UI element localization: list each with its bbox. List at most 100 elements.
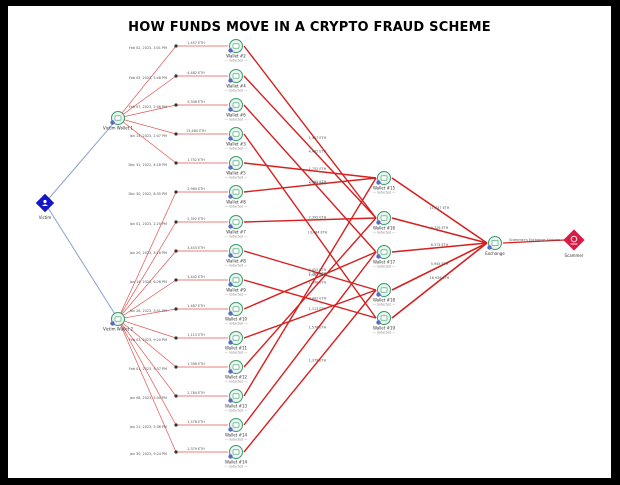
- transfer-line: [117, 45, 177, 119]
- wallet-label: Victim Wallet 1: [103, 126, 133, 131]
- wallet-label: Wallet #12: [225, 375, 248, 380]
- transfer-date: Feb 03, 2023, 9:20 PM: [129, 338, 167, 342]
- transfer-date: Jan 20, 2023, 3:18 PM: [129, 251, 167, 255]
- consolidation-amount: 1,113 ETH: [309, 307, 327, 311]
- transfer-dot: [174, 249, 178, 253]
- wallet-node: Wallet #9— redacted —: [225, 273, 248, 297]
- wallet-sublabel: — redacted —: [225, 59, 248, 63]
- chain-badge-icon: [376, 254, 381, 259]
- victim-link-vw1: [44, 117, 119, 204]
- consolidation-amount: 3,442 ETH: [309, 296, 327, 300]
- transfer-amount: 3,453 ETH: [187, 246, 205, 250]
- consolidation-line: [243, 289, 377, 339]
- consolidation-amount: 3,453 ETH: [309, 268, 327, 272]
- wallet-label: Victim Wallet 2: [103, 327, 133, 332]
- wallet-sublabel: — redacted —: [225, 264, 248, 268]
- transfer-dot: [174, 132, 178, 136]
- transfer-date: Jan 15, 2023, 2:07 PM: [129, 134, 167, 138]
- consolidation-amount: 2,392 ETH: [309, 215, 327, 219]
- chain-badge-icon: [228, 427, 233, 432]
- transfer-date: Feb 01, 2023, 5:37 PM: [129, 367, 167, 371]
- chain-badge-icon: [110, 321, 115, 326]
- wallet-sublabel: — redacted —: [225, 351, 248, 355]
- transfer-date: Jan 30, 2023, 9:24 PM: [129, 452, 167, 456]
- wallet-glyph: [232, 449, 240, 455]
- wallet-label: Wallet #7: [226, 230, 246, 235]
- consolidation-line: [243, 250, 377, 291]
- wallet-glyph: [232, 102, 240, 108]
- consolidation-amount: 2,960 ETH: [309, 180, 327, 184]
- consolidation-line: [243, 251, 377, 310]
- transfer-line: [117, 318, 177, 426]
- transfer-line: [117, 221, 177, 320]
- hub-wallet-node: Wallet #15— redacted —: [373, 171, 396, 195]
- wallet-glyph: [232, 335, 240, 341]
- transfer-amount: 1,398 ETH: [187, 362, 205, 366]
- wallet-label: Wallet #8: [226, 259, 246, 264]
- transfer-date: Jan 21, 2023, 5:36 PM: [129, 425, 167, 429]
- exchange-amount: 8,373 ETH: [431, 243, 449, 247]
- wallet-sublabel: — redacted —: [225, 380, 248, 384]
- chain-badge-icon: [228, 253, 233, 258]
- chain-badge-icon: [487, 245, 492, 250]
- transfer-line: [117, 191, 177, 320]
- wallet-node: Wallet #3— redacted —: [225, 127, 248, 151]
- wallet-label: Wallet #16: [373, 226, 396, 231]
- hub-wallet-node: Wallet #17— redacted —: [373, 245, 396, 269]
- scammer-line: [502, 239, 566, 244]
- wallet-label: Wallet #6: [226, 113, 246, 118]
- wallet-glyph: [380, 287, 388, 293]
- exchange-amount: 16,926 ETH: [430, 276, 450, 280]
- transfer-dot: [174, 74, 178, 78]
- transfer-line: [117, 75, 177, 119]
- transfer-dot: [174, 450, 178, 454]
- consolidation-line: [243, 217, 377, 368]
- wallet-glyph: [380, 175, 388, 181]
- wallet-sublabel: — redacted —: [225, 147, 248, 151]
- consolidation-line: [243, 133, 377, 319]
- wallet-node: Wallet #10— redacted —: [225, 302, 248, 326]
- wallet-glyph: [232, 219, 240, 225]
- wallet-label: Wallet #9: [226, 288, 246, 293]
- victim-wallet-node: Victim Wallet 2: [103, 312, 133, 332]
- wallet-glyph: [380, 315, 388, 321]
- wallet-glyph: [380, 215, 388, 221]
- wallet-node: Wallet #11— redacted —: [225, 331, 248, 355]
- exchange-amount: 11,457 ETH: [430, 206, 450, 210]
- transfer-dot: [174, 307, 178, 311]
- scammer-node: Scammer: [563, 229, 585, 258]
- victim-wallet-node: Victim Wallet 1: [103, 111, 133, 131]
- victim-link-vw2: [44, 202, 119, 320]
- consolidation-amount: 4,482 ETH: [309, 150, 327, 154]
- exchange-line: [391, 242, 488, 253]
- chain-badge-icon: [376, 220, 381, 225]
- wallet-node: Wallet #2— redacted —: [225, 39, 248, 63]
- transfer-line: [117, 117, 177, 164]
- consolidation-amount: 2,784 ETH: [309, 272, 327, 276]
- wallet-label: Wallet #4: [226, 84, 246, 89]
- wallet-label: Wallet #3: [226, 142, 246, 147]
- wallet-glyph: [114, 316, 122, 322]
- transfer-date: Feb 07, 2023, 2:46 PM: [129, 105, 167, 109]
- transfer-amount: 3,442 ETH: [187, 275, 205, 279]
- exchange-amount: 5,945 ETH: [431, 262, 449, 266]
- transfer-amount: 1,379 ETH: [187, 447, 205, 451]
- wallet-node: Wallet #6— redacted —: [225, 98, 248, 122]
- wallet-glyph: [232, 189, 240, 195]
- transfer-date: Jan 14, 2023, 6:26 PM: [129, 280, 167, 284]
- wallet-sublabel: — redacted —: [225, 293, 248, 297]
- wallet-label: Wallet #13: [225, 404, 248, 409]
- exchange-label: Exchange: [485, 251, 505, 256]
- chain-badge-icon: [376, 180, 381, 185]
- transfer-dot: [174, 278, 178, 282]
- wallet-sublabel: — redacted —: [225, 205, 248, 209]
- hub-wallet-node: Wallet #19— redacted —: [373, 311, 396, 335]
- scammer-edge-label: Scammer's Exchange Address: [509, 238, 560, 242]
- exchange-glyph: [491, 240, 499, 246]
- wallet-glyph: [232, 43, 240, 49]
- exchange-line: [391, 242, 488, 319]
- transfer-dot: [174, 161, 178, 165]
- wallet-glyph: [232, 422, 240, 428]
- wallet-label: Wallet #14: [225, 460, 248, 465]
